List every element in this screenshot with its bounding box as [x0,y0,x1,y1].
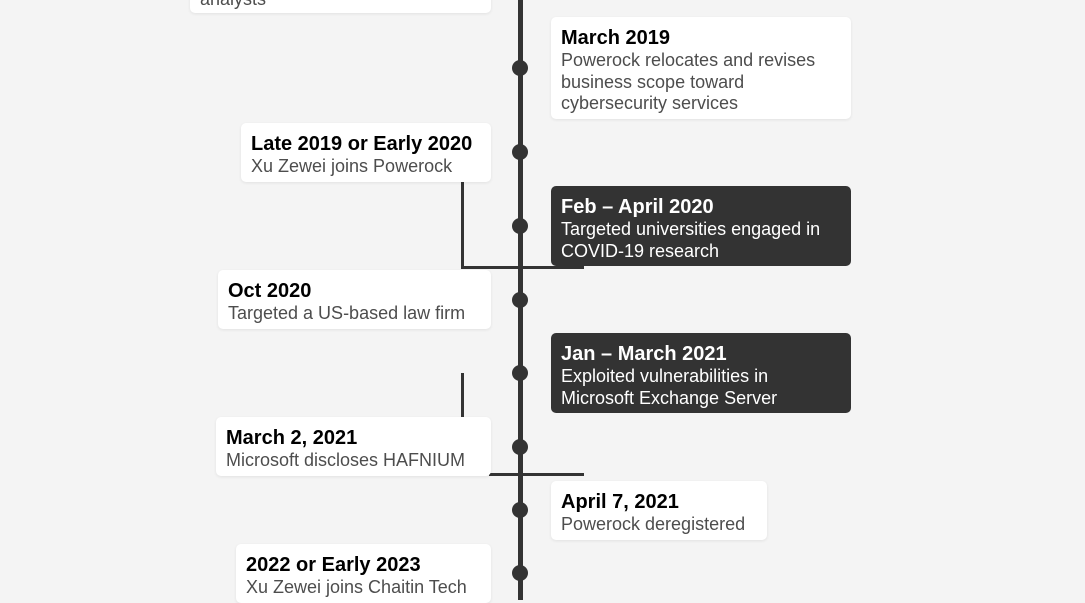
event-card: April 7, 2021 Powerock deregistered [551,481,767,540]
timeline-dot [512,292,528,308]
bracket-connector-horizontal [461,266,584,269]
event-date: March 2, 2021 [226,427,358,449]
event-date: Oct 2020 [228,280,312,302]
timeline-dot [512,60,528,76]
event-date: April 7, 2021 [561,491,679,513]
bracket-connector-vertical [461,160,464,269]
event-card-highlighted: Feb – April 2020 Targeted universities e… [551,186,851,266]
timeline-dot [512,439,528,455]
event-card: 2022 or Early 2023 Xu Zewei joins Chaiti… [236,544,491,603]
event-card: Late 2019 or Early 2020 Xu Zewei joins P… [241,123,491,182]
timeline-dot [512,502,528,518]
event-description: Targeted universities engaged in COVID-1… [561,219,821,261]
event-card: March 2, 2021 Microsoft discloses HAFNIU… [216,417,491,476]
bracket-connector-horizontal [489,473,584,476]
event-description: Targeted a US-based law firm [228,303,466,323]
event-description: analysts [200,0,481,11]
event-date: 2022 or Early 2023 [246,554,421,576]
event-card: March 2019 Powerock relocates and revise… [551,17,851,119]
event-description: Powerock deregistered [561,514,746,534]
event-date: Jan – March 2021 [561,343,727,365]
bracket-connector-vertical [461,373,464,417]
event-date: March 2019 [561,27,670,49]
event-date: Feb – April 2020 [561,196,714,218]
timeline-dot [512,218,528,234]
event-description: Microsoft discloses HAFNIUM [226,450,466,470]
event-description: Xu Zewei joins Chaitin Tech [246,577,467,597]
event-date: Late 2019 or Early 2020 [251,133,473,155]
event-description: Powerock relocates and revises business … [561,50,816,113]
timeline-dot [512,565,528,581]
event-description: Exploited vulnerabilities in Microsoft E… [561,366,778,408]
event-card-partial: analysts [190,0,491,13]
event-card: Oct 2020 Targeted a US-based law firm [218,270,491,329]
event-description: Xu Zewei joins Powerock [251,156,453,176]
timeline-dot [512,144,528,160]
timeline-dot [512,365,528,381]
event-card-highlighted: Jan – March 2021 Exploited vulnerabiliti… [551,333,851,413]
